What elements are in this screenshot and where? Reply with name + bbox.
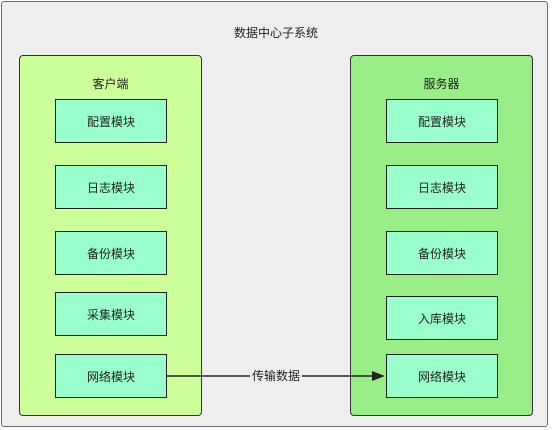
server-module-storage: 入库模块 [386, 296, 498, 340]
client-module-backup: 备份模块 [55, 231, 167, 275]
transfer-arrow-head [372, 371, 385, 381]
client-group: 客户端 配置模块 日志模块 备份模块 采集模块 网络模块 [19, 55, 202, 416]
server-module-backup: 备份模块 [386, 231, 498, 275]
server-module-log: 日志模块 [386, 165, 498, 209]
client-group-title: 客户端 [92, 77, 129, 91]
client-module-config: 配置模块 [55, 99, 167, 143]
server-group: 服务器 配置模块 日志模块 备份模块 入库模块 网络模块 [350, 55, 533, 416]
server-module-network: 网络模块 [386, 354, 498, 398]
client-module-log: 日志模块 [55, 165, 167, 209]
server-module-config: 配置模块 [386, 99, 498, 143]
client-module-collect: 采集模块 [55, 292, 167, 336]
subsystem-title: 数据中心子系统 [233, 26, 318, 40]
server-group-title: 服务器 [423, 77, 460, 91]
client-module-network: 网络模块 [55, 354, 167, 398]
transfer-edge-label: 传输数据 [250, 368, 303, 384]
